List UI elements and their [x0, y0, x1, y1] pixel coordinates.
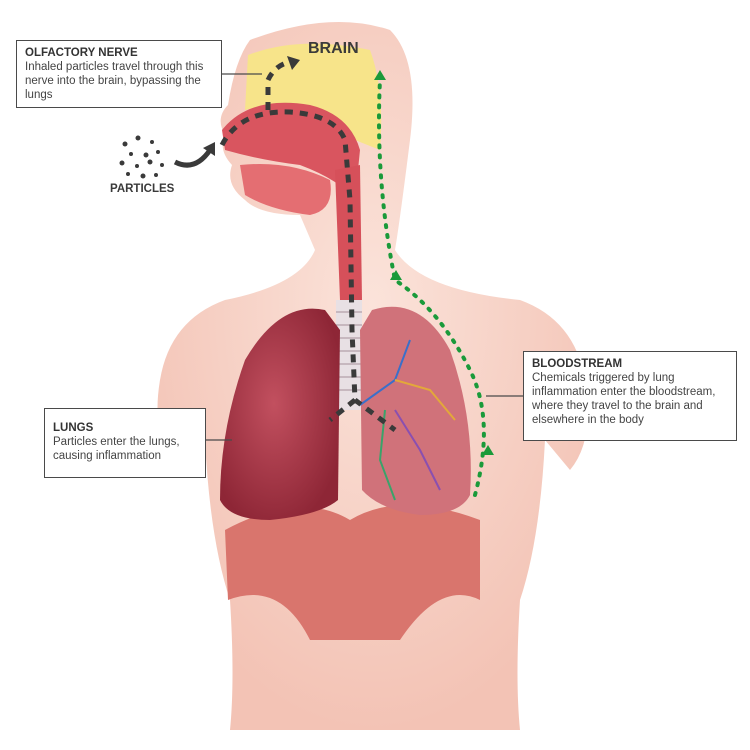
callout-text: Particles enter the lungs, causing infla… — [53, 436, 180, 462]
mouth — [240, 164, 331, 215]
inhale-arrow — [173, 148, 213, 168]
nasal-cavity — [222, 102, 360, 200]
callout-title: OLFACTORY NERVE — [25, 47, 138, 59]
brain-arrowhead — [287, 56, 300, 70]
blood-arrowhead — [374, 70, 386, 80]
trachea-rings — [336, 300, 362, 410]
callout-title: LUNGS — [53, 422, 94, 434]
sinus — [245, 43, 382, 150]
right-lung — [360, 306, 471, 515]
particle-cluster — [119, 135, 164, 179]
callout-text: Inhaled particles travel through this ne… — [25, 61, 204, 101]
blood-path — [377, 78, 486, 497]
callout-title: BLOODSTREAM — [532, 358, 623, 370]
diaphragm — [225, 505, 480, 640]
bronchial-tree — [359, 339, 456, 501]
particle-path — [219, 59, 397, 432]
blood-arrowhead — [482, 445, 494, 455]
olfactory-nerve-callout: OLFACTORY NERVE Inhaled particles travel… — [16, 40, 222, 108]
bloodstream-callout: BLOODSTREAM Chemicals triggered by lung … — [523, 351, 737, 441]
blood-arrowhead — [390, 270, 402, 280]
brain-label: BRAIN — [308, 40, 359, 57]
callout-text: Chemicals triggered by lung inflammation… — [532, 372, 716, 426]
inhale-arrowhead — [203, 142, 215, 156]
left-lung — [220, 308, 340, 520]
particles-label: PARTICLES — [110, 183, 175, 195]
trachea — [335, 165, 362, 300]
lungs-callout: LUNGS Particles enter the lungs, causing… — [44, 408, 206, 478]
